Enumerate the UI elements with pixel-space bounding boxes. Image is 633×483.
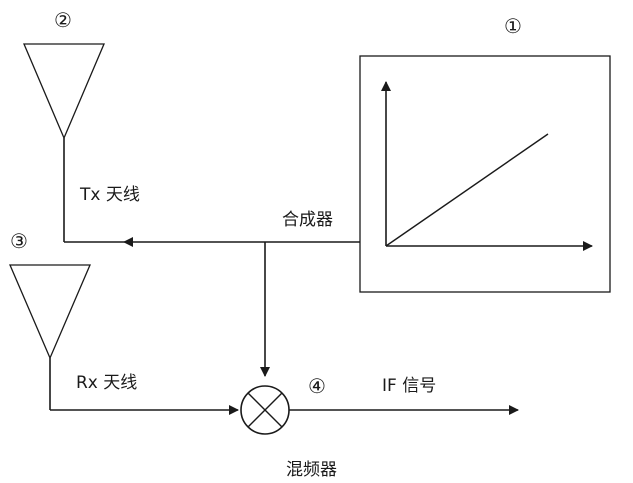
rx-antenna <box>9 264 91 410</box>
marker-synth: ① <box>504 14 522 38</box>
chirp-ramp-line <box>385 133 549 247</box>
tx-antenna <box>23 43 105 242</box>
marker-rx: ③ <box>10 229 28 253</box>
rx-antenna-label: Rx 天线 <box>76 373 137 393</box>
mixer-label: 混频器 <box>286 460 337 480</box>
if-signal-label: IF 信号 <box>382 376 436 396</box>
synthesizer-label: 合成器 <box>282 210 333 230</box>
marker-mixer: ④ <box>308 374 326 398</box>
marker-tx: ② <box>54 8 72 32</box>
tx-antenna-label: Tx 天线 <box>79 185 140 205</box>
synthesizer-box <box>359 55 611 293</box>
mixer-symbol <box>240 385 290 435</box>
